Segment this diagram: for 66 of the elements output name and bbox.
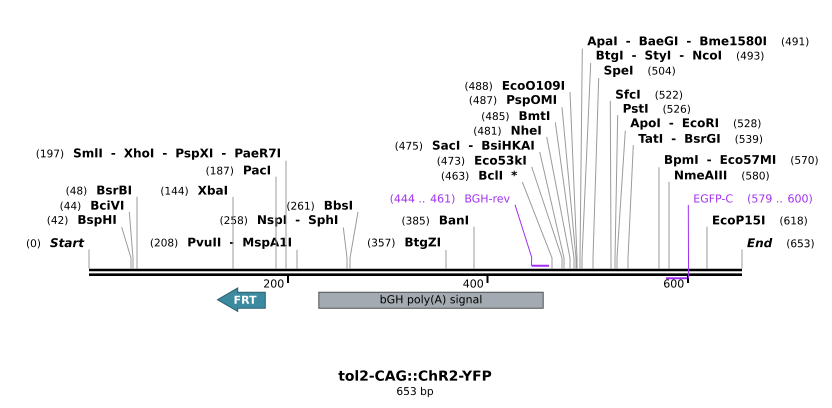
leader-line: [582, 62, 592, 269]
leader-line: [668, 181, 670, 269]
leader-line: [614, 114, 618, 269]
enzyme-site-label: (144) XbaI: [161, 185, 227, 196]
leader-line: [570, 92, 578, 269]
enzyme-site-label: (487) PspOMI: [470, 95, 556, 106]
enzyme-site-label: BtgI - StyI - NcoI (493): [596, 50, 764, 62]
enzyme-site-label: (357) BtgZI: [368, 238, 440, 249]
enzyme-site-label: NmeAIII (580): [675, 170, 769, 181]
leader-line: [554, 122, 574, 269]
enzyme-site-label: (197) SmlI - XhoI - PspXI - PaeR7I: [36, 148, 280, 160]
leader-line: [546, 136, 570, 269]
tick-label: 400: [463, 279, 483, 288]
enzyme-site-label: (187) PacI: [206, 166, 270, 176]
leader-line: [616, 130, 626, 269]
primer-site-mark: [532, 264, 549, 267]
enzyme-site-label: (485) BmtI: [482, 111, 550, 122]
enzyme-site-label: (48) BsrBI: [66, 186, 131, 196]
leader-line: [136, 196, 138, 269]
enzyme-site-label: (261) BbsI: [287, 200, 352, 211]
tick-label: 200: [264, 279, 284, 288]
enzyme-site-label: BpmI - Eco57MI (570): [665, 155, 818, 166]
leader-line: [562, 106, 576, 269]
leader-line: [531, 166, 562, 269]
enzyme-site-label: TatI - BsrGI (539): [638, 134, 762, 144]
enzyme-site-label: ApoI - EcoRI (528): [630, 118, 760, 130]
leader-line: [580, 48, 583, 269]
feature-box: bGH poly(A) signal: [318, 292, 544, 309]
enzyme-site-label: EcoP15I (618): [713, 216, 807, 226]
leader-line: [88, 248, 90, 269]
leader-line: [706, 226, 708, 269]
sequence-end-label: (0) Start: [26, 238, 84, 248]
enzyme-site-label: SpeI (504): [604, 66, 675, 77]
leader-line: [610, 100, 612, 269]
leader-line: [628, 144, 634, 269]
leader-line: [592, 77, 600, 269]
enzyme-site-label: PstI (526): [624, 104, 690, 114]
enzyme-site-label: (385) BanI: [402, 216, 468, 226]
leader-line: [688, 204, 690, 279]
enzyme-site-label: (42) BspHI: [48, 215, 116, 226]
dna-backbone: [89, 268, 742, 276]
sequence-end-label: End (653): [747, 238, 814, 249]
enzyme-site-label: (488) EcoO109I: [465, 80, 564, 92]
leader-line: [522, 181, 552, 269]
leader-line: [350, 211, 358, 269]
enzyme-site-label: SfcI (522): [616, 89, 682, 100]
enzyme-site-label: (481) NheI: [474, 125, 541, 136]
leader-line: [342, 226, 348, 269]
enzyme-site-label: (463) BclI *: [442, 170, 518, 181]
sequence-length: 653 bp: [397, 386, 434, 398]
tick-label: 600: [664, 279, 684, 288]
leader-line: [296, 249, 298, 269]
primer-label: EGFP-C (579 .. 600): [694, 194, 812, 204]
leader-line: [658, 166, 660, 269]
map-title: tol2-CAG::ChR2-YFP: [338, 370, 492, 381]
primer-site-mark: [666, 277, 688, 280]
leader-line: [232, 196, 234, 269]
leader-line: [128, 211, 134, 269]
enzyme-site-label: (473) Eco53kI: [438, 155, 526, 166]
enzyme-site-label: (475) SacI - BsiHKAI: [396, 140, 534, 151]
leader-line: [514, 204, 532, 266]
primer-label: (444 .. 461) BGH-rev: [390, 194, 510, 204]
enzyme-site-label: (44) BciVI: [60, 200, 124, 211]
enzyme-site-label: ApaI - BaeGI - Bme1580I (491): [587, 36, 808, 48]
leader-line: [121, 226, 132, 269]
leader-line: [539, 151, 564, 269]
